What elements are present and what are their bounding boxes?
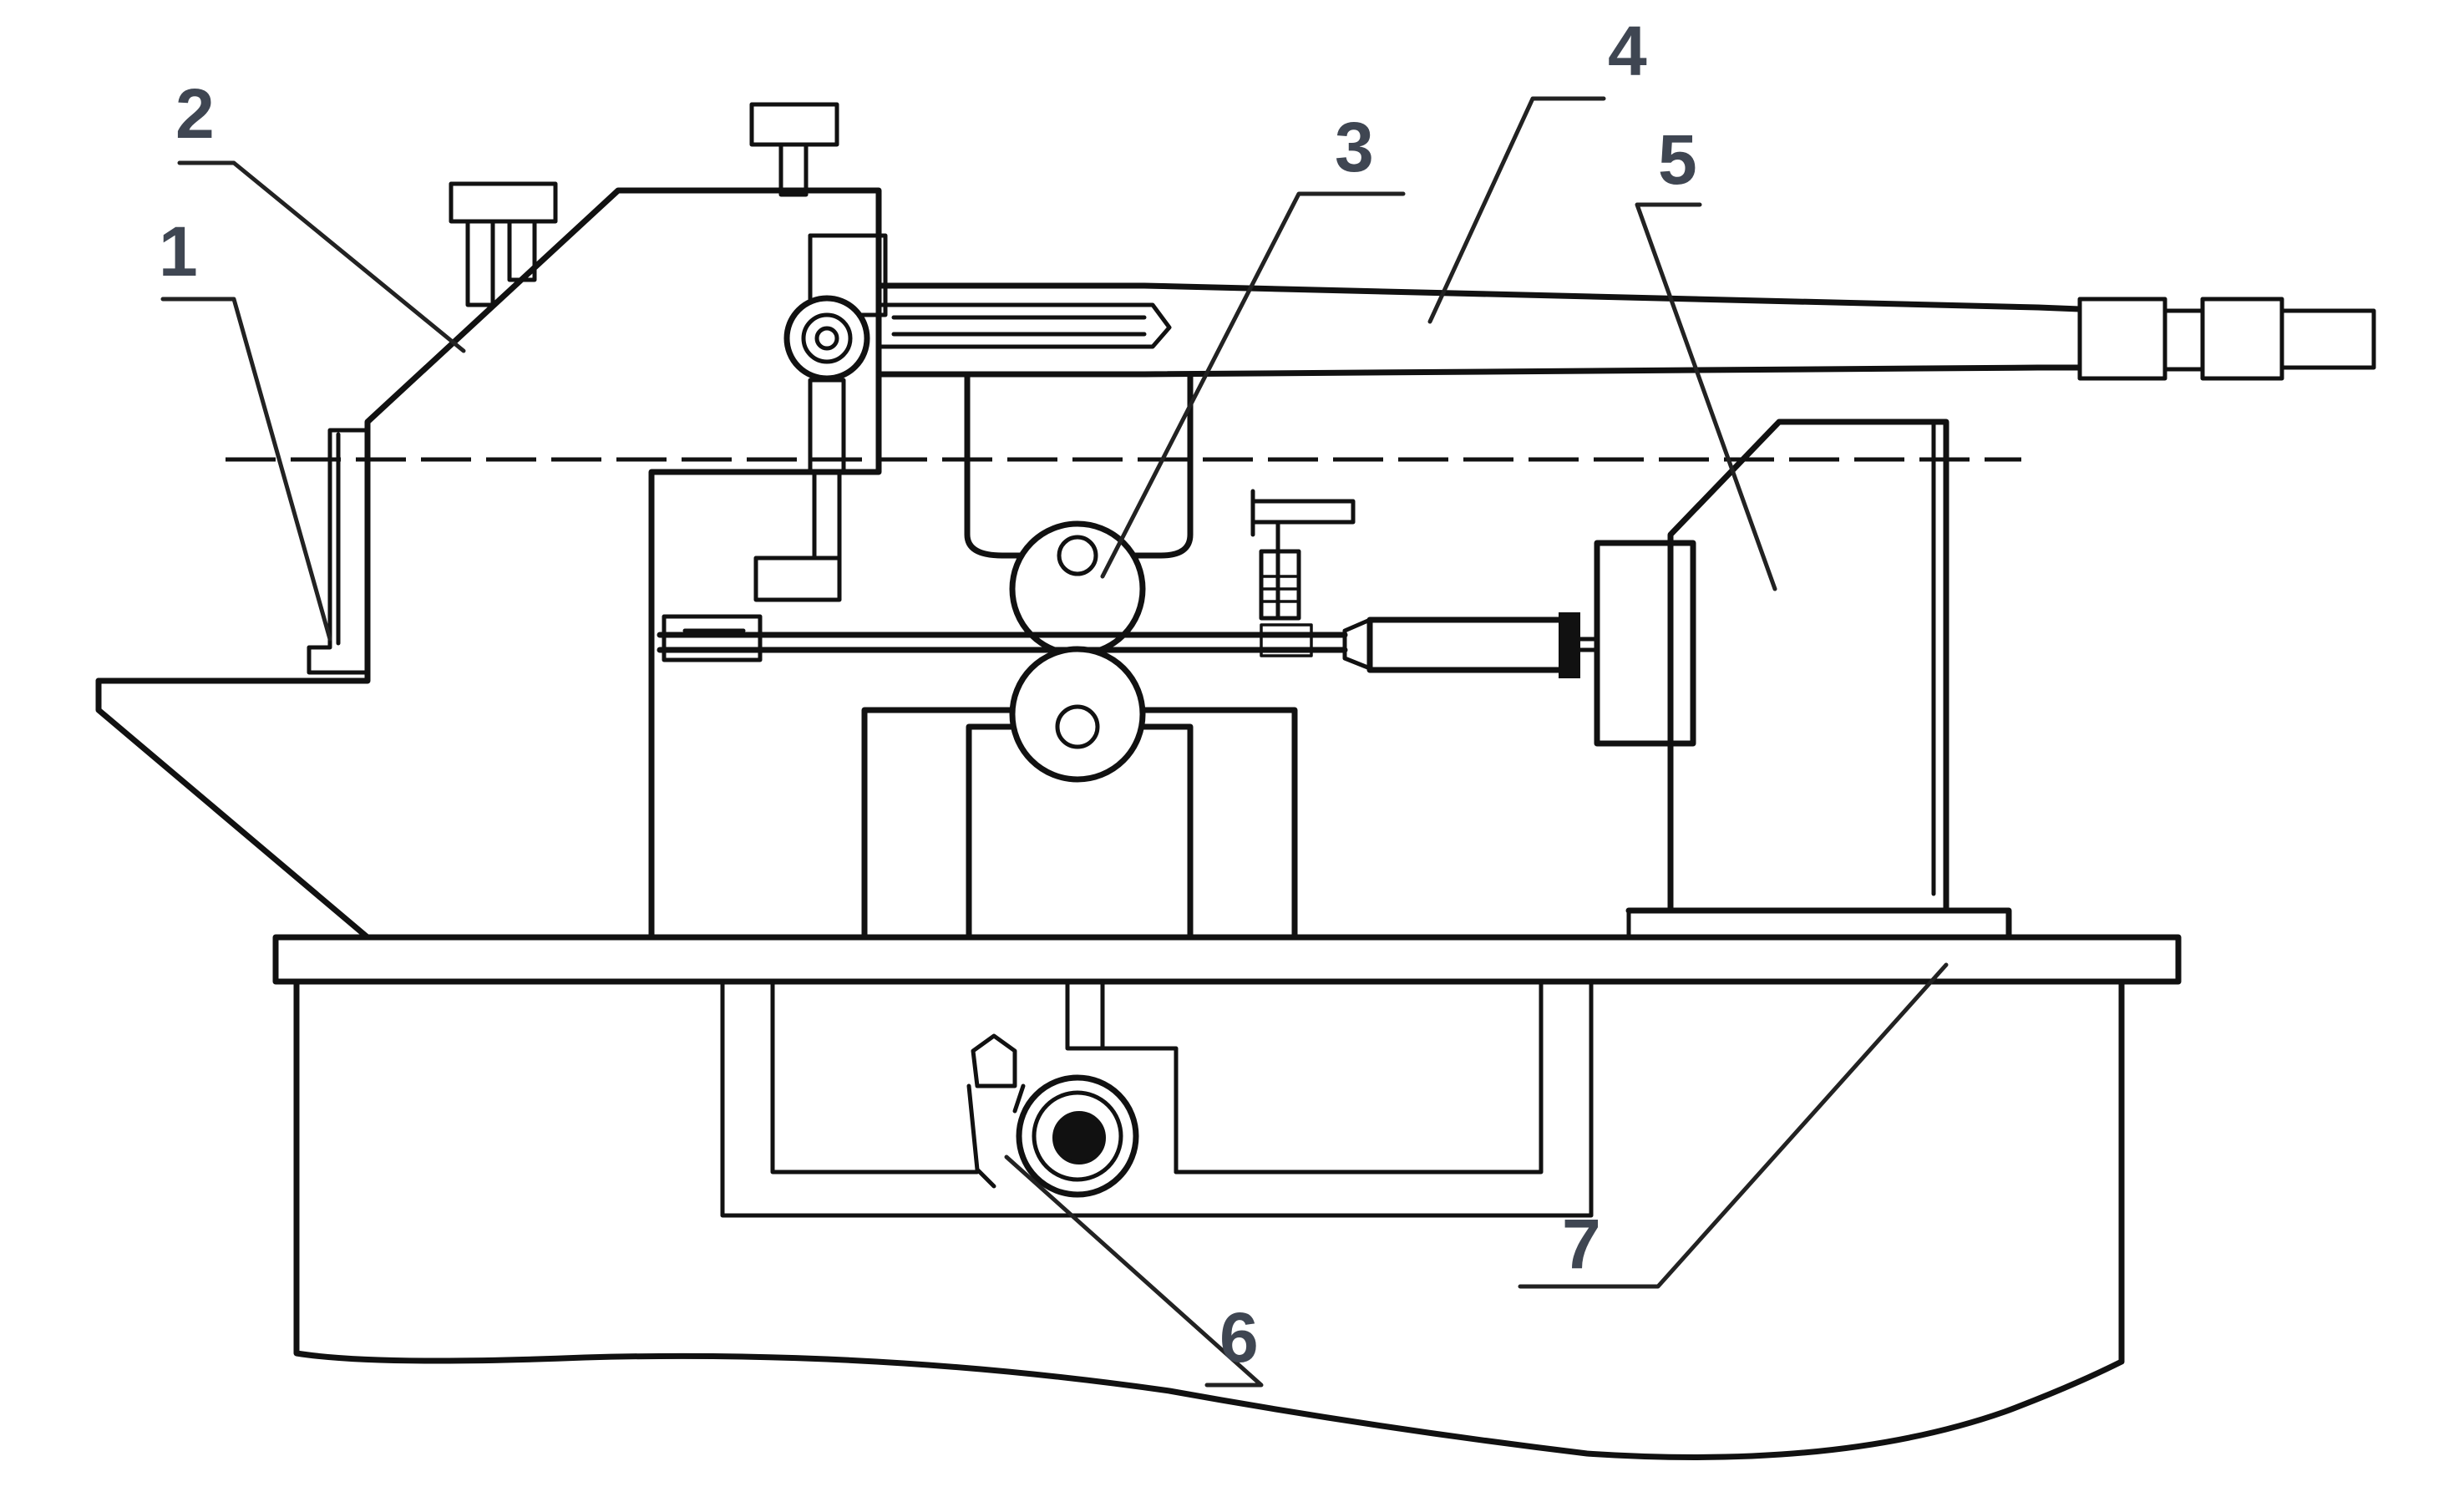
leader-6 xyxy=(1004,1154,1264,1388)
gauge-assembly xyxy=(1250,489,1356,621)
callout-3: 3 xyxy=(1335,108,1374,186)
callout-1: 1 xyxy=(159,212,198,291)
leader-5 xyxy=(1635,202,1777,591)
callout-7: 7 xyxy=(1562,1205,1601,1283)
upper-roller-housing xyxy=(964,371,1194,657)
callout-labels: 1 2 3 4 5 6 7 xyxy=(159,12,1697,1377)
tailstock-plunger xyxy=(1342,540,1696,747)
leader-4 xyxy=(1427,96,1606,324)
leader-7 xyxy=(1518,962,1949,1289)
spindle-arm xyxy=(875,282,2376,381)
leader-2 xyxy=(177,160,466,353)
drive-motor xyxy=(966,1033,1139,1198)
callout-4: 4 xyxy=(1608,12,1647,90)
lower-roller-housing xyxy=(861,646,1298,941)
callout-5: 5 xyxy=(1658,120,1697,199)
tailstock-body xyxy=(1625,419,2012,941)
machine-base xyxy=(293,978,2125,1460)
callout-2: 2 xyxy=(175,74,215,153)
leader-3 xyxy=(1100,191,1406,579)
leader-lines xyxy=(160,96,1949,1388)
drive-recess xyxy=(720,979,1594,1218)
leader-1 xyxy=(160,297,332,642)
worktable-plate xyxy=(272,934,2182,985)
left-housing xyxy=(95,187,882,941)
upper-bracket xyxy=(449,102,839,307)
callout-6: 6 xyxy=(1219,1298,1259,1377)
guide-bar xyxy=(657,614,1348,662)
vertical-adjust-screw xyxy=(753,233,888,602)
